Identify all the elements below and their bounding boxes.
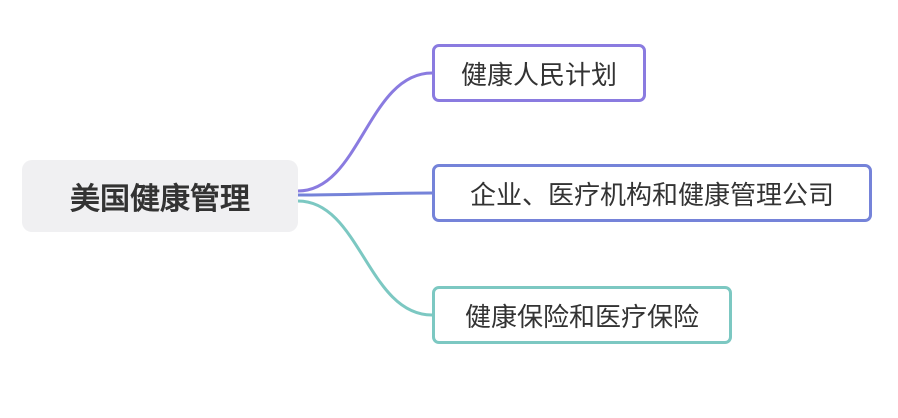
root-node-label: 美国健康管理 (70, 183, 250, 216)
child-node-label: 企业、医疗机构和健康管理公司 (469, 179, 834, 210)
child-node-label: 健康人民计划 (460, 59, 617, 90)
connector-branch-middle (296, 191, 434, 197)
connector-branch-bottom (296, 199, 434, 317)
child-node-enterprises-medical-institutions[interactable]: 企业、医疗机构和健康管理公司 (432, 164, 872, 222)
child-node-healthy-people-program[interactable]: 健康人民计划 (432, 44, 646, 102)
root-node[interactable]: 美国健康管理 (22, 160, 298, 232)
child-node-health-medical-insurance[interactable]: 健康保险和医疗保险 (432, 286, 732, 344)
connector-branch-top (296, 71, 434, 193)
child-node-label: 健康保险和医疗保险 (464, 301, 699, 332)
